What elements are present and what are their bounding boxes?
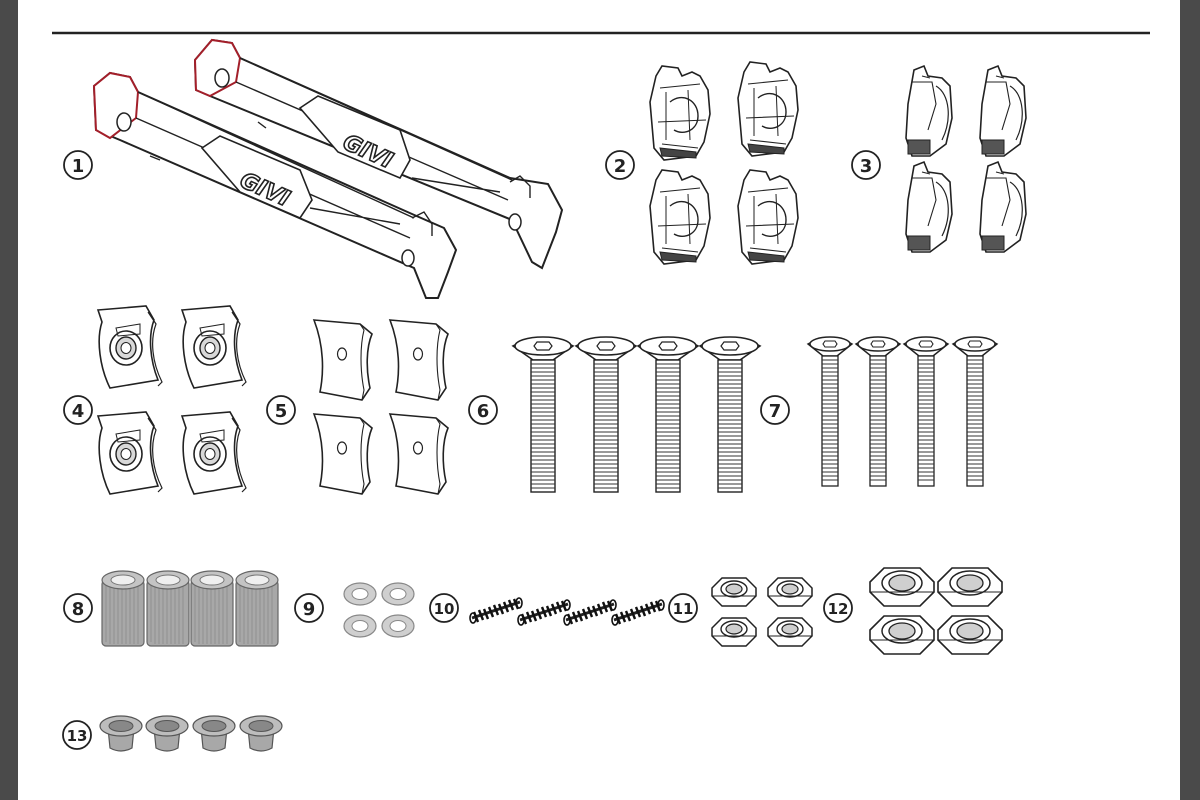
- part-2-clamps: [649, 61, 799, 265]
- callout-12: 12: [823, 593, 853, 623]
- part-12-large-nuts: [869, 567, 1003, 655]
- part-7-short-bolts: [807, 336, 998, 487]
- part-1-support-bars: GIVI GIVI: [92, 38, 564, 299]
- part-8-spacers: [101, 570, 279, 647]
- callout-9: 9: [294, 593, 324, 623]
- callout-label: 8: [72, 599, 85, 620]
- callout-label: 7: [769, 401, 782, 422]
- support-bar-front: GIVI: [92, 71, 458, 299]
- part-4-plates: [97, 305, 247, 495]
- callout-label: 9: [303, 599, 316, 620]
- knurled-spacer: [235, 570, 279, 647]
- countersunk-bolt: [637, 336, 699, 493]
- callout-4: 4: [63, 395, 93, 425]
- lock-nut: [869, 567, 935, 607]
- clamp: [649, 65, 711, 161]
- washer: [381, 614, 415, 638]
- spring: [610, 598, 666, 627]
- flanged-bushing: [239, 715, 283, 752]
- clamp: [649, 169, 711, 265]
- part-11-small-nuts: [711, 577, 813, 647]
- countersunk-bolt: [699, 336, 761, 493]
- callout-1: 1: [63, 150, 93, 180]
- washer: [343, 614, 377, 638]
- callout-label: 4: [72, 401, 85, 422]
- support-bar-back: GIVI: [193, 38, 564, 270]
- lock-nut: [937, 615, 1003, 655]
- callout-11: 11: [668, 593, 698, 623]
- countersunk-bolt: [903, 336, 949, 487]
- washer: [381, 582, 415, 606]
- callout-label: 6: [477, 401, 490, 422]
- curved-plate: [313, 319, 373, 401]
- lock-nut: [937, 567, 1003, 607]
- clamp: [737, 61, 799, 157]
- clip: [979, 161, 1027, 253]
- countersunk-bolt: [807, 336, 853, 487]
- callout-2: 2: [605, 150, 635, 180]
- callout-label: 12: [828, 600, 849, 618]
- clip: [905, 65, 953, 157]
- bushing-plate: [97, 305, 163, 389]
- callout-label: 1: [72, 156, 85, 177]
- spring: [468, 596, 524, 625]
- callout-label: 11: [673, 600, 694, 618]
- callout-3: 3: [851, 150, 881, 180]
- curved-plate: [313, 413, 373, 495]
- clip: [979, 65, 1027, 157]
- callout-6: 6: [468, 395, 498, 425]
- bushing-plate: [97, 411, 163, 495]
- knurled-spacer: [190, 570, 234, 647]
- callout-5: 5: [266, 395, 296, 425]
- part-9-washers: [343, 582, 415, 638]
- clamp: [737, 169, 799, 265]
- countersunk-bolt: [512, 336, 574, 493]
- countersunk-bolt: [575, 336, 637, 493]
- lock-nut: [711, 617, 757, 647]
- callout-label: 3: [860, 156, 873, 177]
- part-3-clips: [905, 65, 1027, 253]
- part-13-bushings: [99, 715, 283, 752]
- curved-plate: [389, 413, 449, 495]
- callout-13: 13: [62, 720, 92, 750]
- callout-7: 7: [760, 395, 790, 425]
- spring: [516, 598, 572, 627]
- callout-label: 10: [434, 600, 455, 618]
- countersunk-bolt: [952, 336, 998, 487]
- knurled-spacer: [101, 570, 145, 647]
- flanged-bushing: [99, 715, 143, 752]
- bushing-plate: [181, 305, 247, 389]
- part-10-springs: [468, 596, 666, 627]
- lock-nut: [767, 577, 813, 607]
- lock-nut: [869, 615, 935, 655]
- washer: [343, 582, 377, 606]
- callout-10: 10: [429, 593, 459, 623]
- bushing-plate: [181, 411, 247, 495]
- part-number-callouts: 1 2 3 4 5 6 7 8: [62, 150, 881, 750]
- curved-plate: [389, 319, 449, 401]
- callout-label: 13: [67, 727, 88, 745]
- clip: [905, 161, 953, 253]
- callout-label: 5: [275, 401, 288, 422]
- callout-label: 2: [614, 156, 627, 177]
- lock-nut: [767, 617, 813, 647]
- flanged-bushing: [145, 715, 189, 752]
- spring: [562, 598, 618, 627]
- lock-nut: [711, 577, 757, 607]
- countersunk-bolt: [855, 336, 901, 487]
- knurled-spacer: [146, 570, 190, 647]
- part-5-curved-plates: [313, 319, 449, 495]
- part-6-long-bolts: [512, 336, 761, 493]
- flanged-bushing: [192, 715, 236, 752]
- callout-8: 8: [63, 593, 93, 623]
